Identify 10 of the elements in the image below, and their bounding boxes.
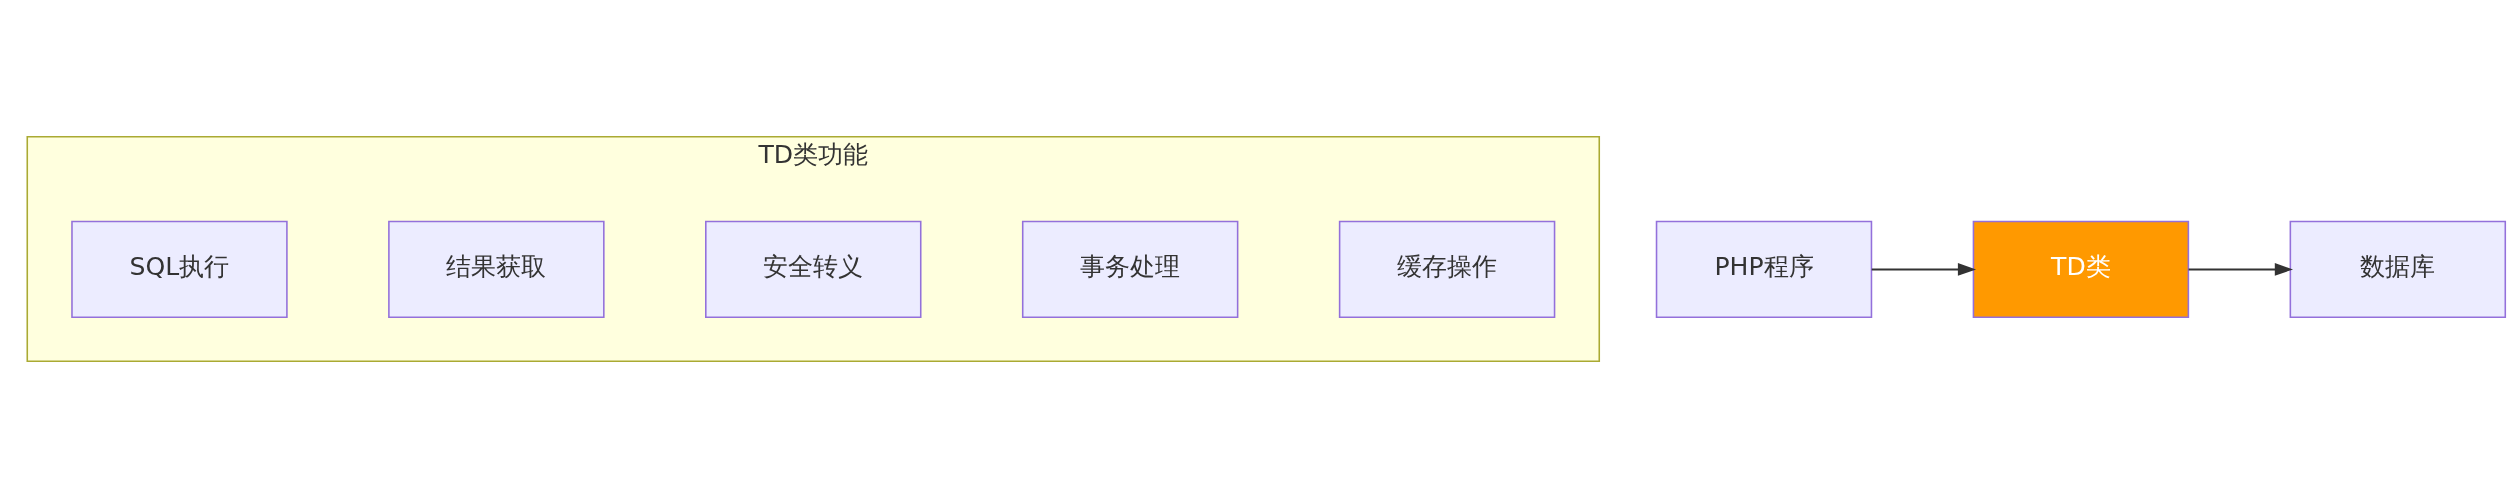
node-box: PHP程序 — [1655, 220, 1873, 319]
node-box: 事务处理 — [1021, 220, 1239, 319]
node-box: 缓存操作 — [1338, 220, 1556, 319]
node-box: TD类 — [1972, 220, 2190, 319]
arrow — [1871, 263, 1977, 276]
node-box: 数据库 — [2289, 220, 2507, 319]
arrow — [2188, 263, 2294, 276]
node-box: SQL执行 — [71, 220, 288, 319]
node-box: 结果获取 — [388, 220, 605, 319]
node-box: 安全转义 — [705, 220, 922, 319]
